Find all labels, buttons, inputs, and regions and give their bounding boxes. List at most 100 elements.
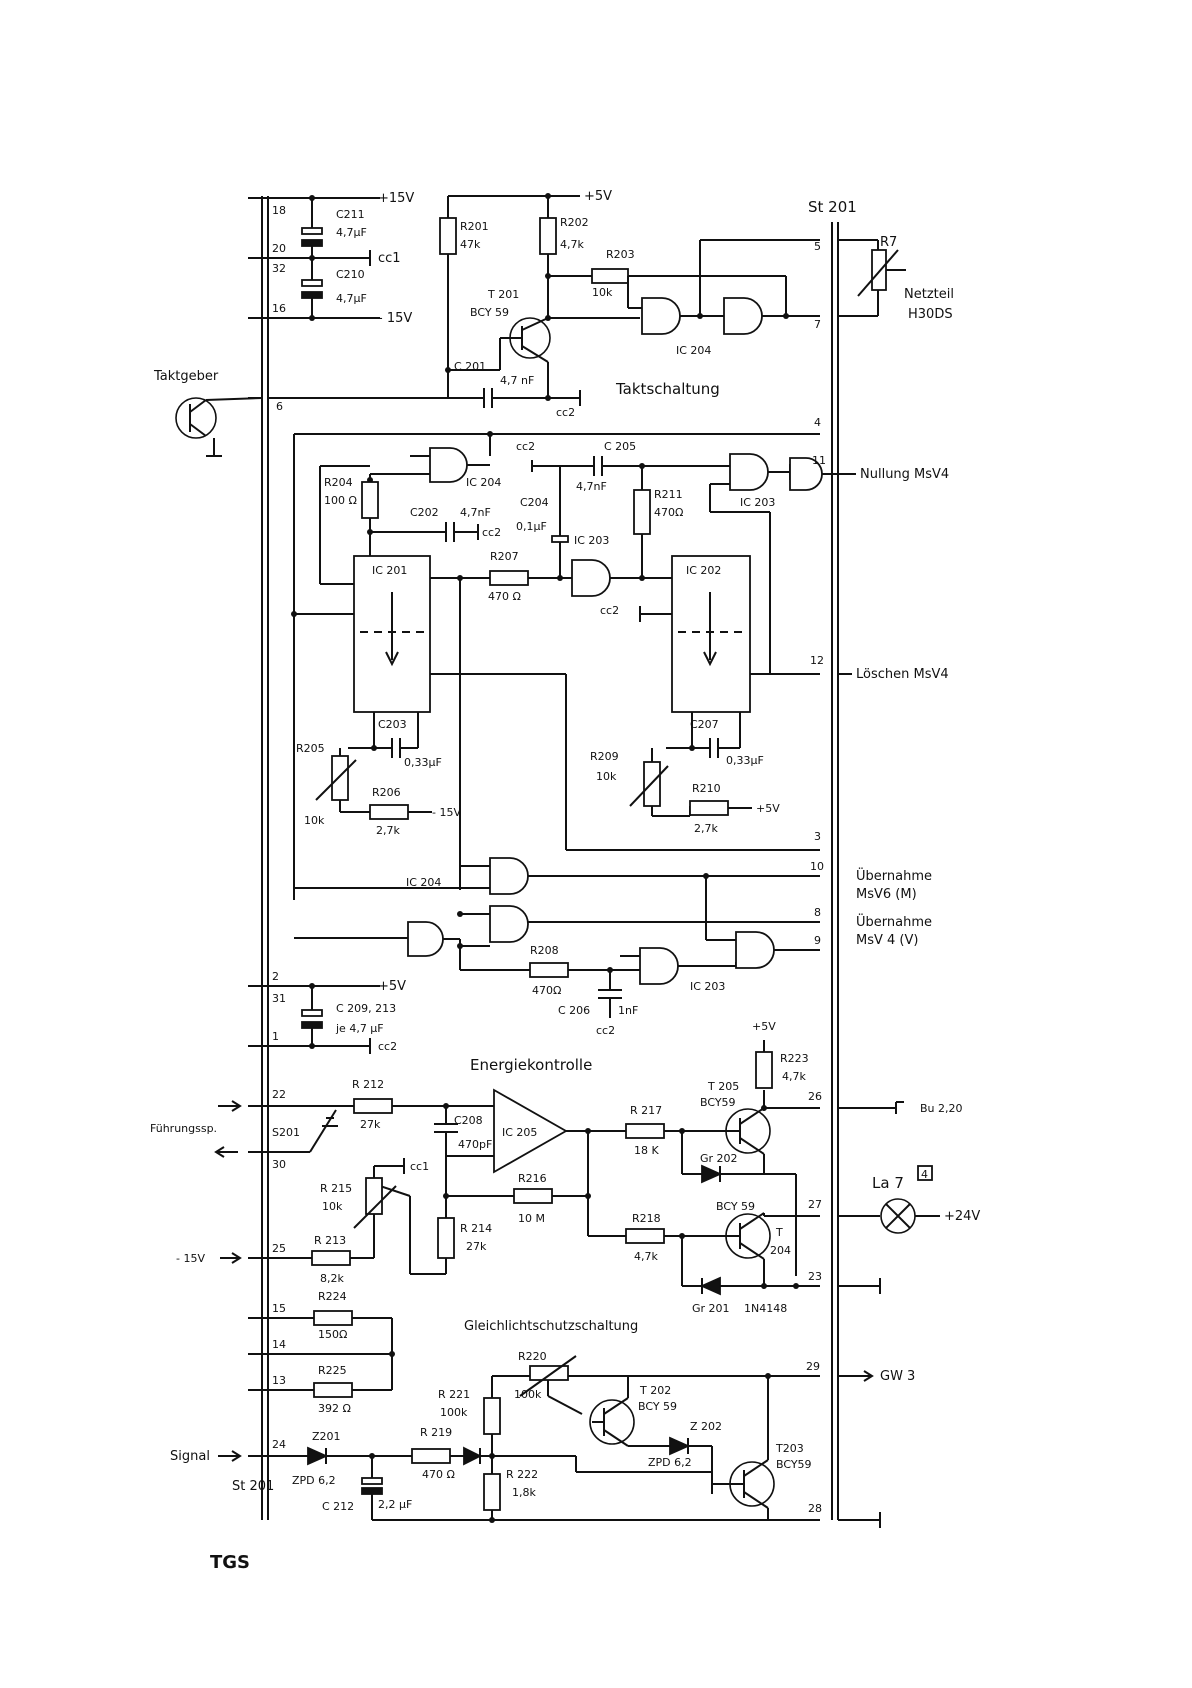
label-r224: R224 [318,1290,347,1303]
pin-31: 31 [272,992,286,1005]
pin-6: 6 [276,400,283,413]
label-signal: Signal [170,1449,210,1464]
pin-2: 2 [272,970,279,983]
pin-18: 18 [272,204,286,217]
label-c211v: 4,7μF [336,226,367,239]
light-protection-circuit: Gleichlichtschutzschaltung [170,1319,915,1528]
label-r215v: 10k [322,1200,343,1213]
label-p5b: +5V [756,802,780,815]
label-m15: - 15V [378,311,412,326]
label-c205: C 205 [604,440,636,453]
pin-4: 4 [814,416,821,429]
label-r205: R205 [296,742,325,755]
label-ic205: IC 205 [502,1126,537,1139]
label-r223: R223 [780,1052,809,1065]
label-c207: C207 [690,718,719,731]
label-r211v: 470Ω [654,506,683,519]
label-t204t: BCY 59 [716,1200,755,1213]
label-t205: T 205 [707,1080,739,1093]
label-r221v: 100k [440,1406,468,1419]
input-arrows [214,1100,242,1462]
label-r206v: 2,7k [376,824,400,837]
connector-right-rail [831,222,839,1520]
label-r213: R 213 [314,1234,346,1247]
label-z202: Z 202 [690,1420,722,1433]
label-r220v: 100k [514,1388,542,1401]
label-c210: C210 [336,268,365,281]
label-t201: T 201 [487,288,519,301]
label-gr202: Gr 202 [700,1152,738,1165]
label-c201: C 201 [454,360,486,373]
label-ic202: IC 202 [686,564,721,577]
label-t202t: BCY 59 [638,1400,677,1413]
label-r214: R 214 [460,1222,492,1235]
pin-32: 32 [272,262,286,275]
pin-16: 16 [272,302,286,315]
label-r224v: 150Ω [318,1328,347,1341]
label-c209: C 209, 213 [336,1002,396,1015]
label-r221: R 221 [438,1388,470,1401]
label-r217: R 217 [630,1104,662,1117]
label-ic204-c: IC 204 [406,876,441,889]
label-r219: R 219 [420,1426,452,1439]
label-r203: R203 [606,248,635,261]
pin-22: 22 [272,1088,286,1101]
connector-left-rail [261,196,269,1520]
label-energie: Energiekontrolle [470,1056,592,1074]
pin-20: 20 [272,242,286,255]
label-c212v: 2,2 μF [378,1498,412,1511]
label-r207: R207 [490,550,519,563]
label-ic203-c: IC 203 [690,980,725,993]
label-cc2-b: cc2 [482,526,501,539]
label-r225: R225 [318,1364,347,1377]
label-r202v: 4,7k [560,238,584,251]
label-c210v: 4,7μF [336,292,367,305]
label-c203: C203 [378,718,407,731]
label-m15-in: - 15V [176,1252,205,1265]
label-t205t: BCY59 [700,1096,736,1109]
label-cc2-d: cc2 [600,604,619,617]
connector-name-bottom: St 201 [232,1479,274,1494]
label-r201v: 47k [460,238,481,251]
label-r7: R7 [880,235,897,250]
label-uebernahme4b: MsV 4 (V) [856,933,918,948]
pin-25: 25 [272,1242,286,1255]
label-t201t: BCY 59 [470,306,509,319]
pin-5: 5 [814,240,821,253]
label-m15-b: - 15V [432,806,461,819]
pin-15: 15 [272,1302,286,1315]
label-z201t: ZPD 6,2 [292,1474,336,1487]
label-tgs: TGS [210,1552,250,1573]
label-c208: C208 [454,1114,483,1127]
pin-30: 30 [272,1158,286,1171]
label-gleich: Gleichlichtschutzschaltung [464,1319,638,1334]
label-r214v: 27k [466,1240,487,1253]
label-r203v: 10k [592,286,613,299]
label-c211: C211 [336,208,365,221]
label-p5-t205: +5V [752,1020,776,1033]
pin-9: 9 [814,934,821,947]
label-c203v: 0,33μF [404,756,442,769]
label-la7: La 7 [872,1174,904,1192]
label-r223v: 4,7k [782,1070,806,1083]
label-p5c: +5V [378,979,406,994]
label-cc1-b: cc1 [410,1160,429,1173]
label-c204: C204 [520,496,549,509]
label-nullung: Nullung MsV4 [860,467,949,482]
label-ic201: IC 201 [372,564,407,577]
pin-12: 12 [810,654,824,667]
label-r210v: 2,7k [694,822,718,835]
supply-block-2: +5V C 209, 213 je 4,7 μF cc2 [248,979,406,1054]
label-r213v: 8,2k [320,1272,344,1285]
label-r217v: 18 K [634,1144,659,1157]
label-r211: R211 [654,488,683,501]
label-r210: R210 [692,782,721,795]
pin-14: 14 [272,1338,286,1351]
label-c202: C202 [410,506,439,519]
label-la7box: 4 [921,1168,928,1181]
label-r222v: 1,8k [512,1486,536,1499]
label-c201v: 4,7 nF [500,374,534,387]
pin-8: 8 [814,906,821,919]
label-r202: R202 [560,216,589,229]
label-r209v: 10k [596,770,617,783]
